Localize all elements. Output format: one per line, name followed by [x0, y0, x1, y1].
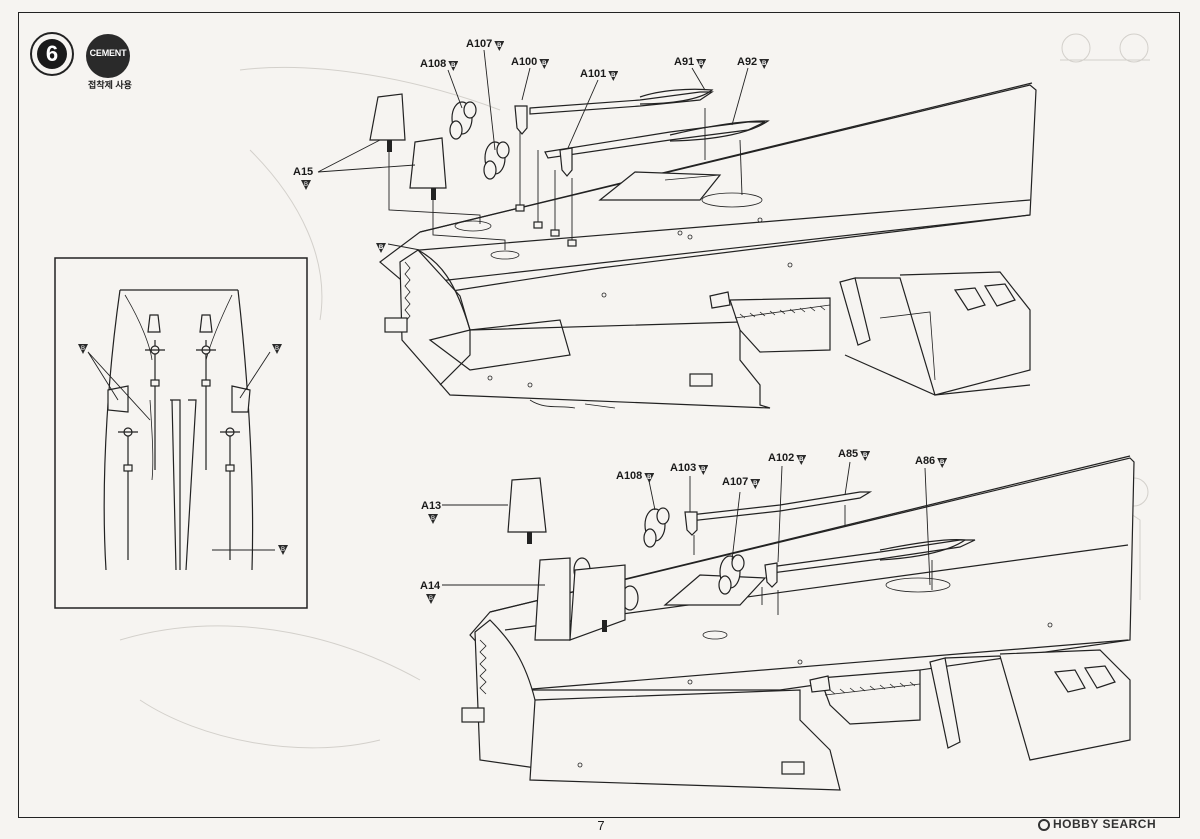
- watermark: HOBBY SEARCH: [1038, 817, 1156, 831]
- cement-badge-label: CEMENT: [89, 48, 127, 58]
- inset-marker-bottom: B: [278, 545, 288, 555]
- callout-a14-bottom: A14: [420, 580, 441, 592]
- bottom-hull-assembly: [442, 455, 1135, 791]
- rudder-bottom-1: [507, 477, 547, 533]
- step-badge: 6: [30, 32, 74, 76]
- rudder-top-2: [409, 137, 447, 189]
- callout-a15-top: A15: [293, 166, 314, 178]
- page-number: 7: [597, 818, 605, 833]
- callout-part-2: B: [376, 240, 388, 253]
- top-hull-assembly: [317, 49, 1037, 409]
- marker-a13: B: [428, 514, 438, 524]
- rudder-top-1: [369, 93, 406, 141]
- rudder-bottom-2: [534, 557, 571, 641]
- propeller-bottom-2: [718, 554, 745, 595]
- bleed-through: [119, 33, 1150, 749]
- watermark-logo-icon: [1038, 819, 1050, 831]
- propeller-top-1: [449, 101, 477, 140]
- page-frame: [18, 12, 1180, 818]
- marker-a14: B: [426, 594, 436, 604]
- propeller-top-2: [483, 141, 510, 180]
- cement-icon: CEMENT: [86, 34, 130, 78]
- propeller-bottom-1: [643, 507, 670, 548]
- inset-marker-right: B: [272, 344, 282, 354]
- rudder-bottom-3: [569, 564, 626, 641]
- step-number: 6: [37, 39, 67, 69]
- marker-a15: B: [301, 180, 311, 190]
- inset-detail: [54, 257, 308, 609]
- callout-a13-bottom: A13: [421, 500, 442, 512]
- inset-marker-left: B: [78, 344, 88, 354]
- cement-note: 접착제 사용: [88, 80, 132, 90]
